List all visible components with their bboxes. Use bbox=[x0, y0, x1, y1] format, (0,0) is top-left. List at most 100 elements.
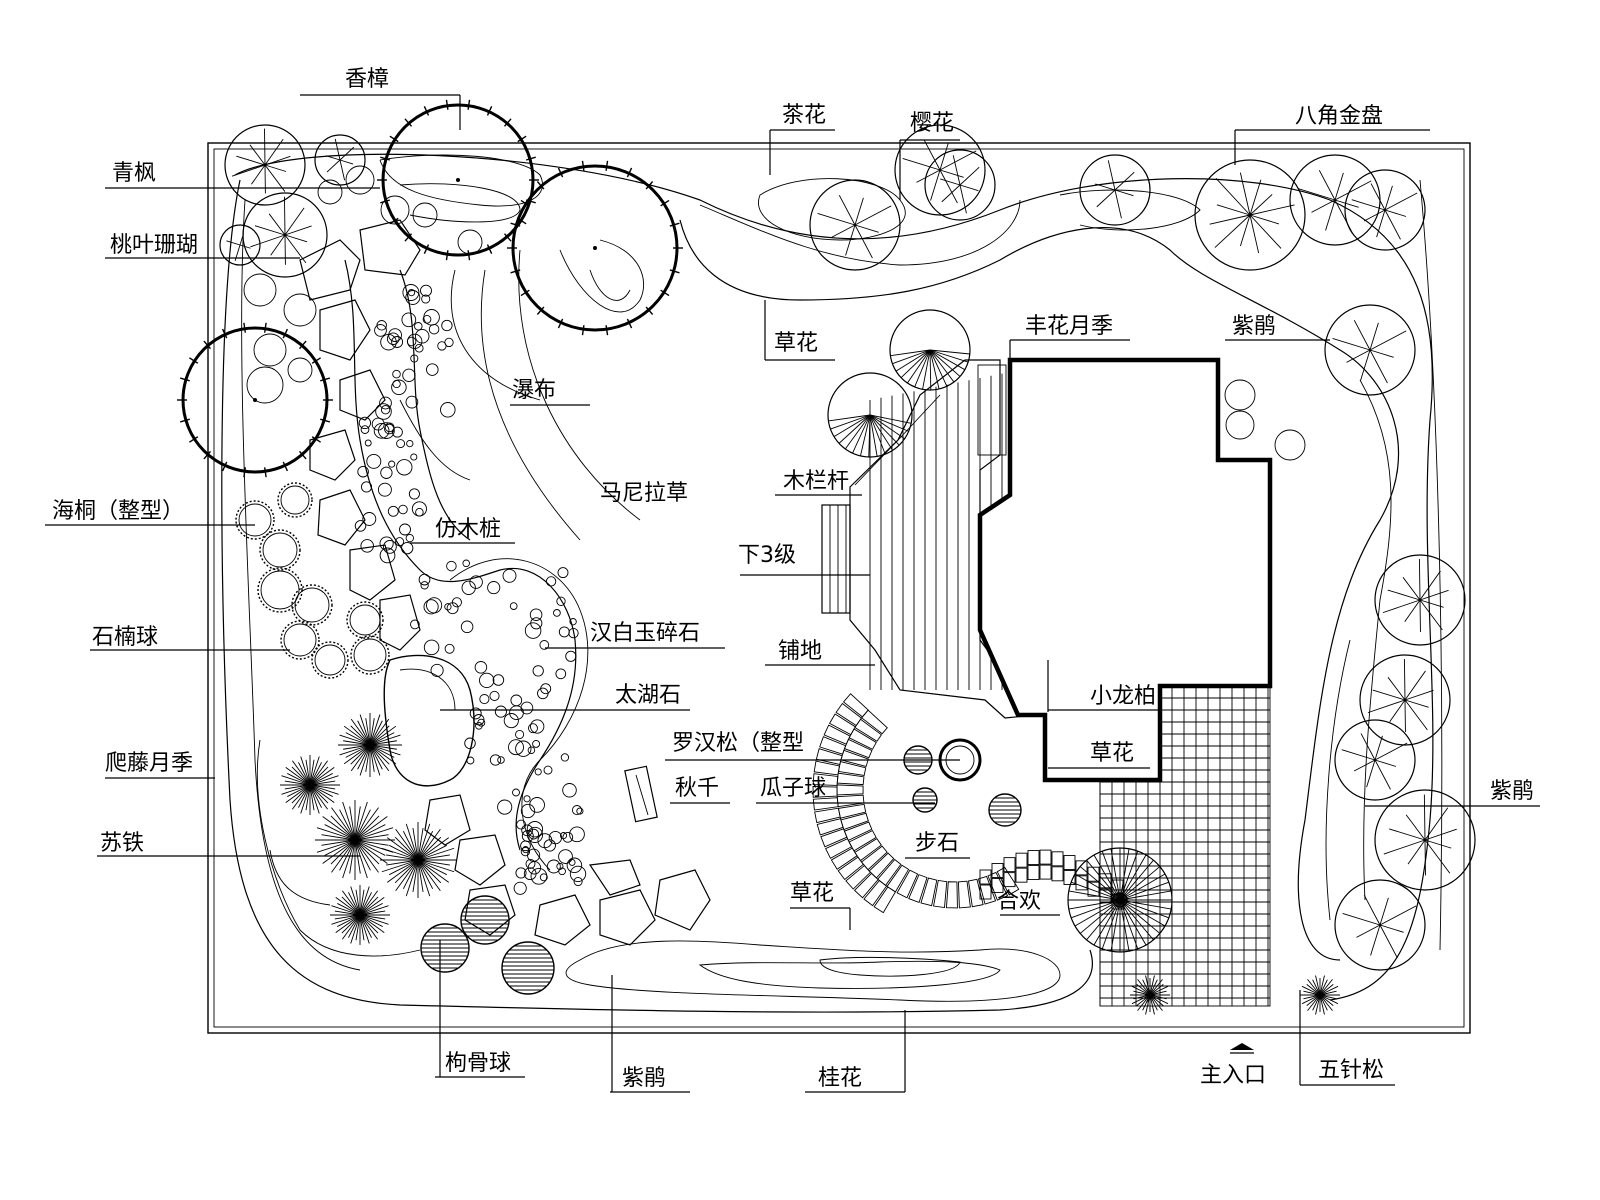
label-fengfeng-yueji: 丰花月季 bbox=[1025, 314, 1113, 339]
label-xia-3ji: 下3级 bbox=[738, 543, 796, 568]
shrub-icon bbox=[380, 195, 410, 225]
label-caohua-low: 草花 bbox=[790, 881, 834, 906]
camellia-tree-icon bbox=[809, 179, 901, 271]
camphor-tree-icon bbox=[177, 322, 333, 478]
camphor-tree-icon bbox=[507, 160, 683, 336]
ornamental-tree-icon bbox=[1334, 879, 1426, 971]
shrub-icon bbox=[457, 229, 483, 255]
shrub-ball-icon bbox=[311, 641, 349, 679]
cycad-icon bbox=[280, 755, 340, 815]
swing bbox=[624, 765, 658, 823]
shrub-icon bbox=[287, 357, 313, 383]
label-qingfeng: 青枫 bbox=[112, 161, 156, 186]
label-bushi: 步石 bbox=[915, 831, 959, 856]
cycad-icon bbox=[380, 822, 456, 898]
gravel-dots bbox=[354, 284, 587, 895]
shrub-icon bbox=[253, 333, 287, 367]
planting-bed-outlines bbox=[221, 153, 1443, 1013]
label-hehuan: 合欢 bbox=[997, 889, 1041, 914]
ornamental-tree-icon bbox=[1374, 789, 1476, 891]
label-sutie: 苏铁 bbox=[100, 831, 144, 856]
entrance-arrow-icon bbox=[1230, 1043, 1254, 1054]
label-caohua-top: 草花 bbox=[774, 331, 818, 356]
label-zijuan-top: 紫鹃 bbox=[1232, 314, 1276, 339]
rockery-stones bbox=[299, 219, 711, 946]
cherry-tree-icon bbox=[894, 124, 986, 216]
fatsia-icon bbox=[1344, 169, 1426, 251]
holly-ball-icon bbox=[501, 941, 555, 995]
label-qiuqian: 秋千 bbox=[675, 776, 719, 801]
shrub-ball-icon bbox=[346, 601, 384, 639]
cycad-icon bbox=[338, 713, 402, 777]
label-maonilacao: 马尼拉草 bbox=[600, 481, 688, 506]
label-xiaolongbai: 小龙柏 bbox=[1090, 684, 1156, 709]
shrub-ball-icon bbox=[235, 500, 275, 540]
shrub-ball-icon bbox=[259, 529, 301, 571]
shrub-icon bbox=[283, 293, 317, 327]
cycad-icon bbox=[330, 885, 390, 945]
shrub-icon bbox=[1274, 429, 1306, 461]
shrub-ball-icon bbox=[280, 620, 320, 660]
pine-icon bbox=[1130, 975, 1170, 1015]
boxwood-ball-icon bbox=[988, 793, 1022, 827]
label-pubu: 瀑布 bbox=[512, 378, 556, 403]
azalea-icon bbox=[1324, 304, 1416, 396]
shrub-ball-icon bbox=[257, 567, 303, 613]
ornamental-tree-icon bbox=[1374, 554, 1466, 646]
silk-tree-icon bbox=[1067, 847, 1173, 953]
shrub-icon bbox=[412, 202, 438, 228]
shrub-icon bbox=[317, 179, 343, 205]
deck-tree-icon bbox=[889, 309, 971, 391]
trees bbox=[177, 99, 1476, 1015]
label-zhu-rukou: 主入口 bbox=[1200, 1063, 1266, 1088]
ornamental-tree-icon bbox=[1079, 154, 1151, 226]
label-guaziqiu: 瓜子球 bbox=[760, 776, 826, 801]
pine-icon bbox=[1300, 975, 1340, 1015]
label-shinan-qiu: 石楠球 bbox=[92, 625, 158, 650]
label-hanbaiyu: 汉白玉碎石 bbox=[590, 621, 700, 646]
leader-lines bbox=[45, 94, 1540, 1093]
plant-labels: 香樟 青枫 桃叶珊瑚 海桐（整型） 石楠球 爬藤月季 苏铁 枸骨球 紫鹃 桂花 … bbox=[52, 67, 1534, 1091]
label-haitong: 海桐（整型） bbox=[52, 499, 184, 524]
lawn-contours bbox=[379, 154, 644, 871]
ornamental-tree-icon bbox=[1334, 719, 1416, 801]
label-caohua-mid: 草花 bbox=[1090, 741, 1134, 766]
label-zijuan-right: 紫鹃 bbox=[1490, 779, 1534, 804]
label-mulangan: 木栏杆 bbox=[783, 469, 849, 494]
ornamental-tree-icon bbox=[1359, 654, 1451, 746]
shrub-ball-icon bbox=[350, 635, 390, 675]
maple-tree-icon bbox=[242, 192, 328, 278]
fatsia-icon bbox=[1194, 159, 1306, 271]
gravel-stream bbox=[344, 259, 577, 851]
label-chahua: 茶花 bbox=[782, 103, 826, 128]
silk-tree-trunk bbox=[1112, 892, 1128, 908]
cycad-icon bbox=[315, 800, 395, 880]
label-luohansong: 罗汉松（整型 bbox=[672, 731, 804, 756]
shrub-icon bbox=[219, 224, 261, 266]
shrub-icon bbox=[246, 366, 284, 404]
holly-ball-icon bbox=[460, 895, 510, 945]
label-fangmuzhuang: 仿木桩 bbox=[435, 517, 501, 542]
label-pateng-yueji: 爬藤月季 bbox=[105, 751, 193, 776]
label-yinghua: 樱花 bbox=[910, 111, 954, 136]
holly-ball-icon bbox=[420, 923, 470, 973]
house-outline bbox=[977, 357, 1273, 783]
label-wuzhen-song: 五针松 bbox=[1318, 1058, 1384, 1083]
cherry-tree-icon bbox=[924, 149, 996, 221]
shrub-icon bbox=[1225, 410, 1255, 440]
shrub-icon bbox=[1224, 379, 1256, 411]
label-gougu-qiu: 枸骨球 bbox=[445, 1051, 511, 1076]
shrub-icon bbox=[243, 273, 277, 307]
label-pudi: 铺地 bbox=[778, 639, 822, 664]
boxwood-ball-icon bbox=[912, 787, 938, 813]
label-taihushi: 太湖石 bbox=[615, 683, 681, 708]
label-taoye-shanhu: 桃叶珊瑚 bbox=[110, 233, 198, 258]
label-guihua: 桂花 bbox=[818, 1066, 862, 1091]
label-xiangzhang: 香樟 bbox=[345, 67, 389, 92]
shrub-ball-icon bbox=[291, 584, 333, 626]
label-zijuan-bottom: 紫鹃 bbox=[622, 1066, 666, 1091]
shrub-icon bbox=[345, 165, 375, 195]
deck-tree-icon bbox=[827, 372, 913, 458]
shrub-ball-icon bbox=[277, 482, 313, 518]
